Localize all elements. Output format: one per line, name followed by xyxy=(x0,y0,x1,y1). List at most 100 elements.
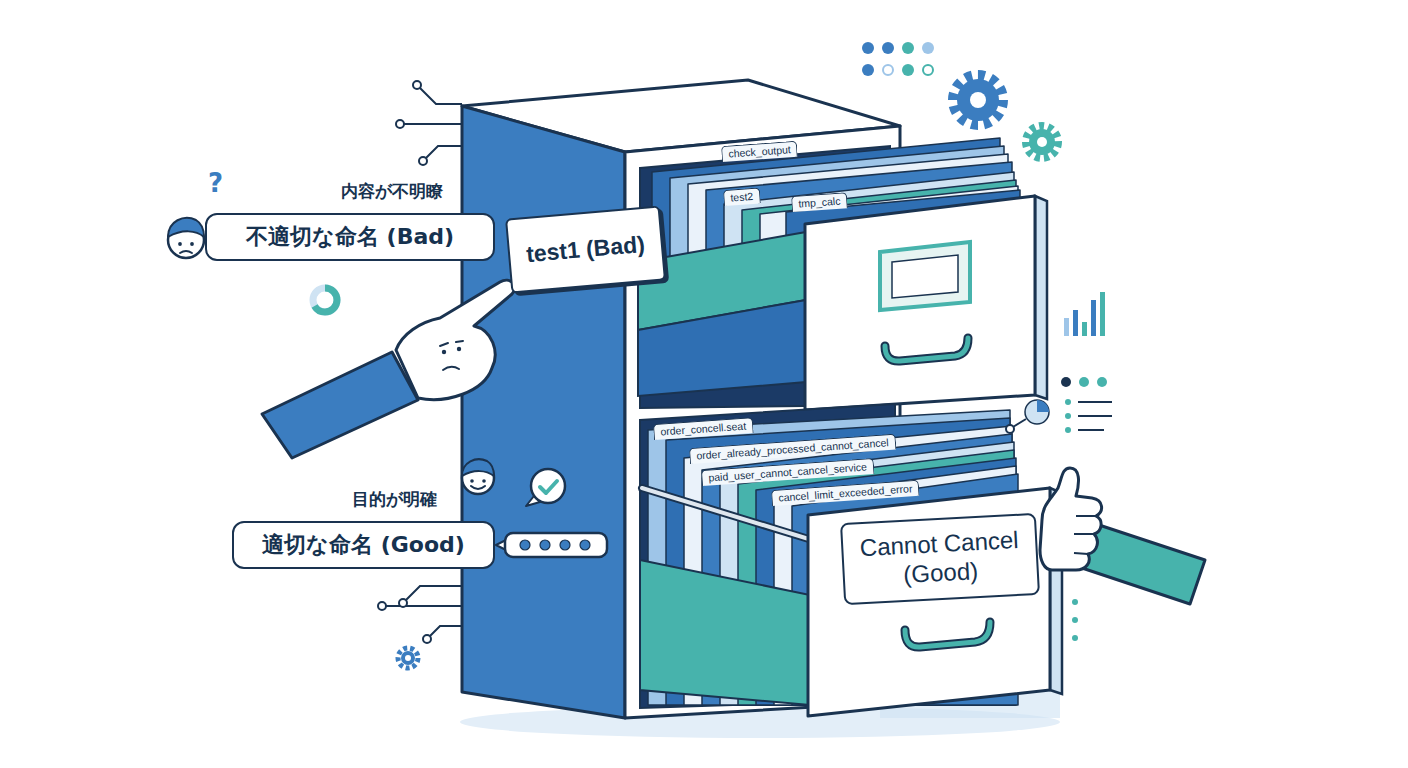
gear-icon xyxy=(953,75,1003,125)
heading-text: 内容が不明瞭 xyxy=(205,180,495,203)
folder-tab: paid_user_cannot_cancel_service xyxy=(701,458,874,486)
circuit-line xyxy=(420,88,462,104)
dot xyxy=(1072,635,1078,641)
dot xyxy=(1061,377,1071,387)
finger-line xyxy=(1074,516,1096,554)
circuit-node xyxy=(419,157,427,165)
donut-chart xyxy=(313,288,337,312)
bar xyxy=(1073,310,1078,336)
list-line xyxy=(1078,429,1104,431)
drawer-tray xyxy=(638,300,806,396)
typing-bubble xyxy=(496,533,607,557)
pie-node xyxy=(1006,425,1014,433)
drawer-front xyxy=(808,488,1050,716)
node-text: Cannot Cancel (Good) xyxy=(840,513,1040,605)
dot xyxy=(883,65,893,75)
hand-eye xyxy=(442,350,446,354)
folder-tab: check_output xyxy=(721,141,798,162)
question-mark: ? xyxy=(208,168,223,198)
circuit-node xyxy=(399,599,407,607)
bar xyxy=(1100,292,1105,336)
circuit-lines xyxy=(378,586,462,643)
node-text: cancel_limit_exceeded_error xyxy=(771,480,920,506)
circuit-line xyxy=(426,146,462,158)
face-mouth xyxy=(471,486,485,489)
pie-chart xyxy=(1025,400,1049,424)
folder-tab: test2 xyxy=(723,187,761,206)
node-text: paid_user_cannot_cancel_service xyxy=(701,458,874,486)
dot-list xyxy=(1061,377,1112,433)
face-hair xyxy=(462,459,494,476)
sleeve xyxy=(262,352,418,458)
bar-chart xyxy=(1064,292,1105,336)
circuit-node xyxy=(396,120,404,128)
pie-chart xyxy=(1037,400,1049,412)
circuit-node xyxy=(378,602,386,610)
dot xyxy=(1065,413,1071,419)
face-eye xyxy=(190,242,194,246)
check-bubble xyxy=(531,469,565,503)
typing-dot xyxy=(540,540,550,550)
thumbs-up-hand xyxy=(1040,468,1102,570)
drawer-handle xyxy=(885,338,968,361)
dot xyxy=(1079,377,1089,387)
gear-hole xyxy=(1037,137,1047,147)
heading-text: 目的が明確 xyxy=(232,488,495,511)
dot xyxy=(1072,599,1078,605)
bar xyxy=(1091,300,1096,336)
face-hair xyxy=(168,218,204,237)
circuit-line xyxy=(406,586,462,600)
dot xyxy=(923,65,933,75)
dot xyxy=(882,42,894,54)
name-card: test1 (Bad) xyxy=(505,205,666,293)
speech-bubble: 目的が明確適切な命名 (Good) xyxy=(232,488,495,569)
label-holder xyxy=(880,242,970,310)
hand-mouth xyxy=(443,367,459,370)
bar xyxy=(1064,318,1069,336)
check-mark xyxy=(540,481,557,493)
cabinet-side xyxy=(462,106,625,718)
node-text: check_output xyxy=(721,141,798,162)
circuit-line xyxy=(430,626,462,636)
circuit-lines xyxy=(396,81,462,165)
dot xyxy=(1072,617,1078,623)
typing-dot xyxy=(580,540,590,550)
typing-dot xyxy=(520,540,530,550)
face-mouth xyxy=(180,251,192,253)
face-eye xyxy=(470,479,474,483)
node-text: test2 xyxy=(723,187,761,206)
node-text: tmp_calc xyxy=(791,192,848,212)
dot xyxy=(1065,399,1071,405)
folder-tab: tmp_calc xyxy=(791,192,848,212)
dot xyxy=(862,64,874,76)
node-text: 不適切な命名 (Bad) xyxy=(205,213,495,261)
face-eye xyxy=(482,479,486,483)
gear-icon xyxy=(1029,129,1055,155)
gear-icon xyxy=(398,648,418,668)
drawer-front xyxy=(805,196,1035,410)
node-text: test1 (Bad) xyxy=(505,205,666,293)
label-holder xyxy=(892,255,958,298)
bar xyxy=(1082,322,1087,336)
drawer-label: Cannot Cancel (Good) xyxy=(840,513,1040,605)
donut-chart xyxy=(313,288,337,312)
drawer-handle xyxy=(905,622,990,647)
typing-bubble-body xyxy=(505,533,607,557)
dot xyxy=(902,64,914,76)
gear-icon xyxy=(401,651,415,665)
circuit-node xyxy=(413,81,421,89)
pointing-hand xyxy=(396,280,515,399)
dot xyxy=(1097,377,1107,387)
folder-tab: cancel_limit_exceeded_error xyxy=(771,480,920,506)
dot xyxy=(1065,427,1071,433)
gear-hole xyxy=(970,92,986,108)
gear-hole xyxy=(405,655,411,661)
drawer-handle xyxy=(905,622,990,647)
circuit-line xyxy=(386,605,462,607)
folder-tab: order_concell.seat xyxy=(653,417,754,440)
circuit-line xyxy=(404,123,462,125)
typing-dot xyxy=(560,540,570,550)
